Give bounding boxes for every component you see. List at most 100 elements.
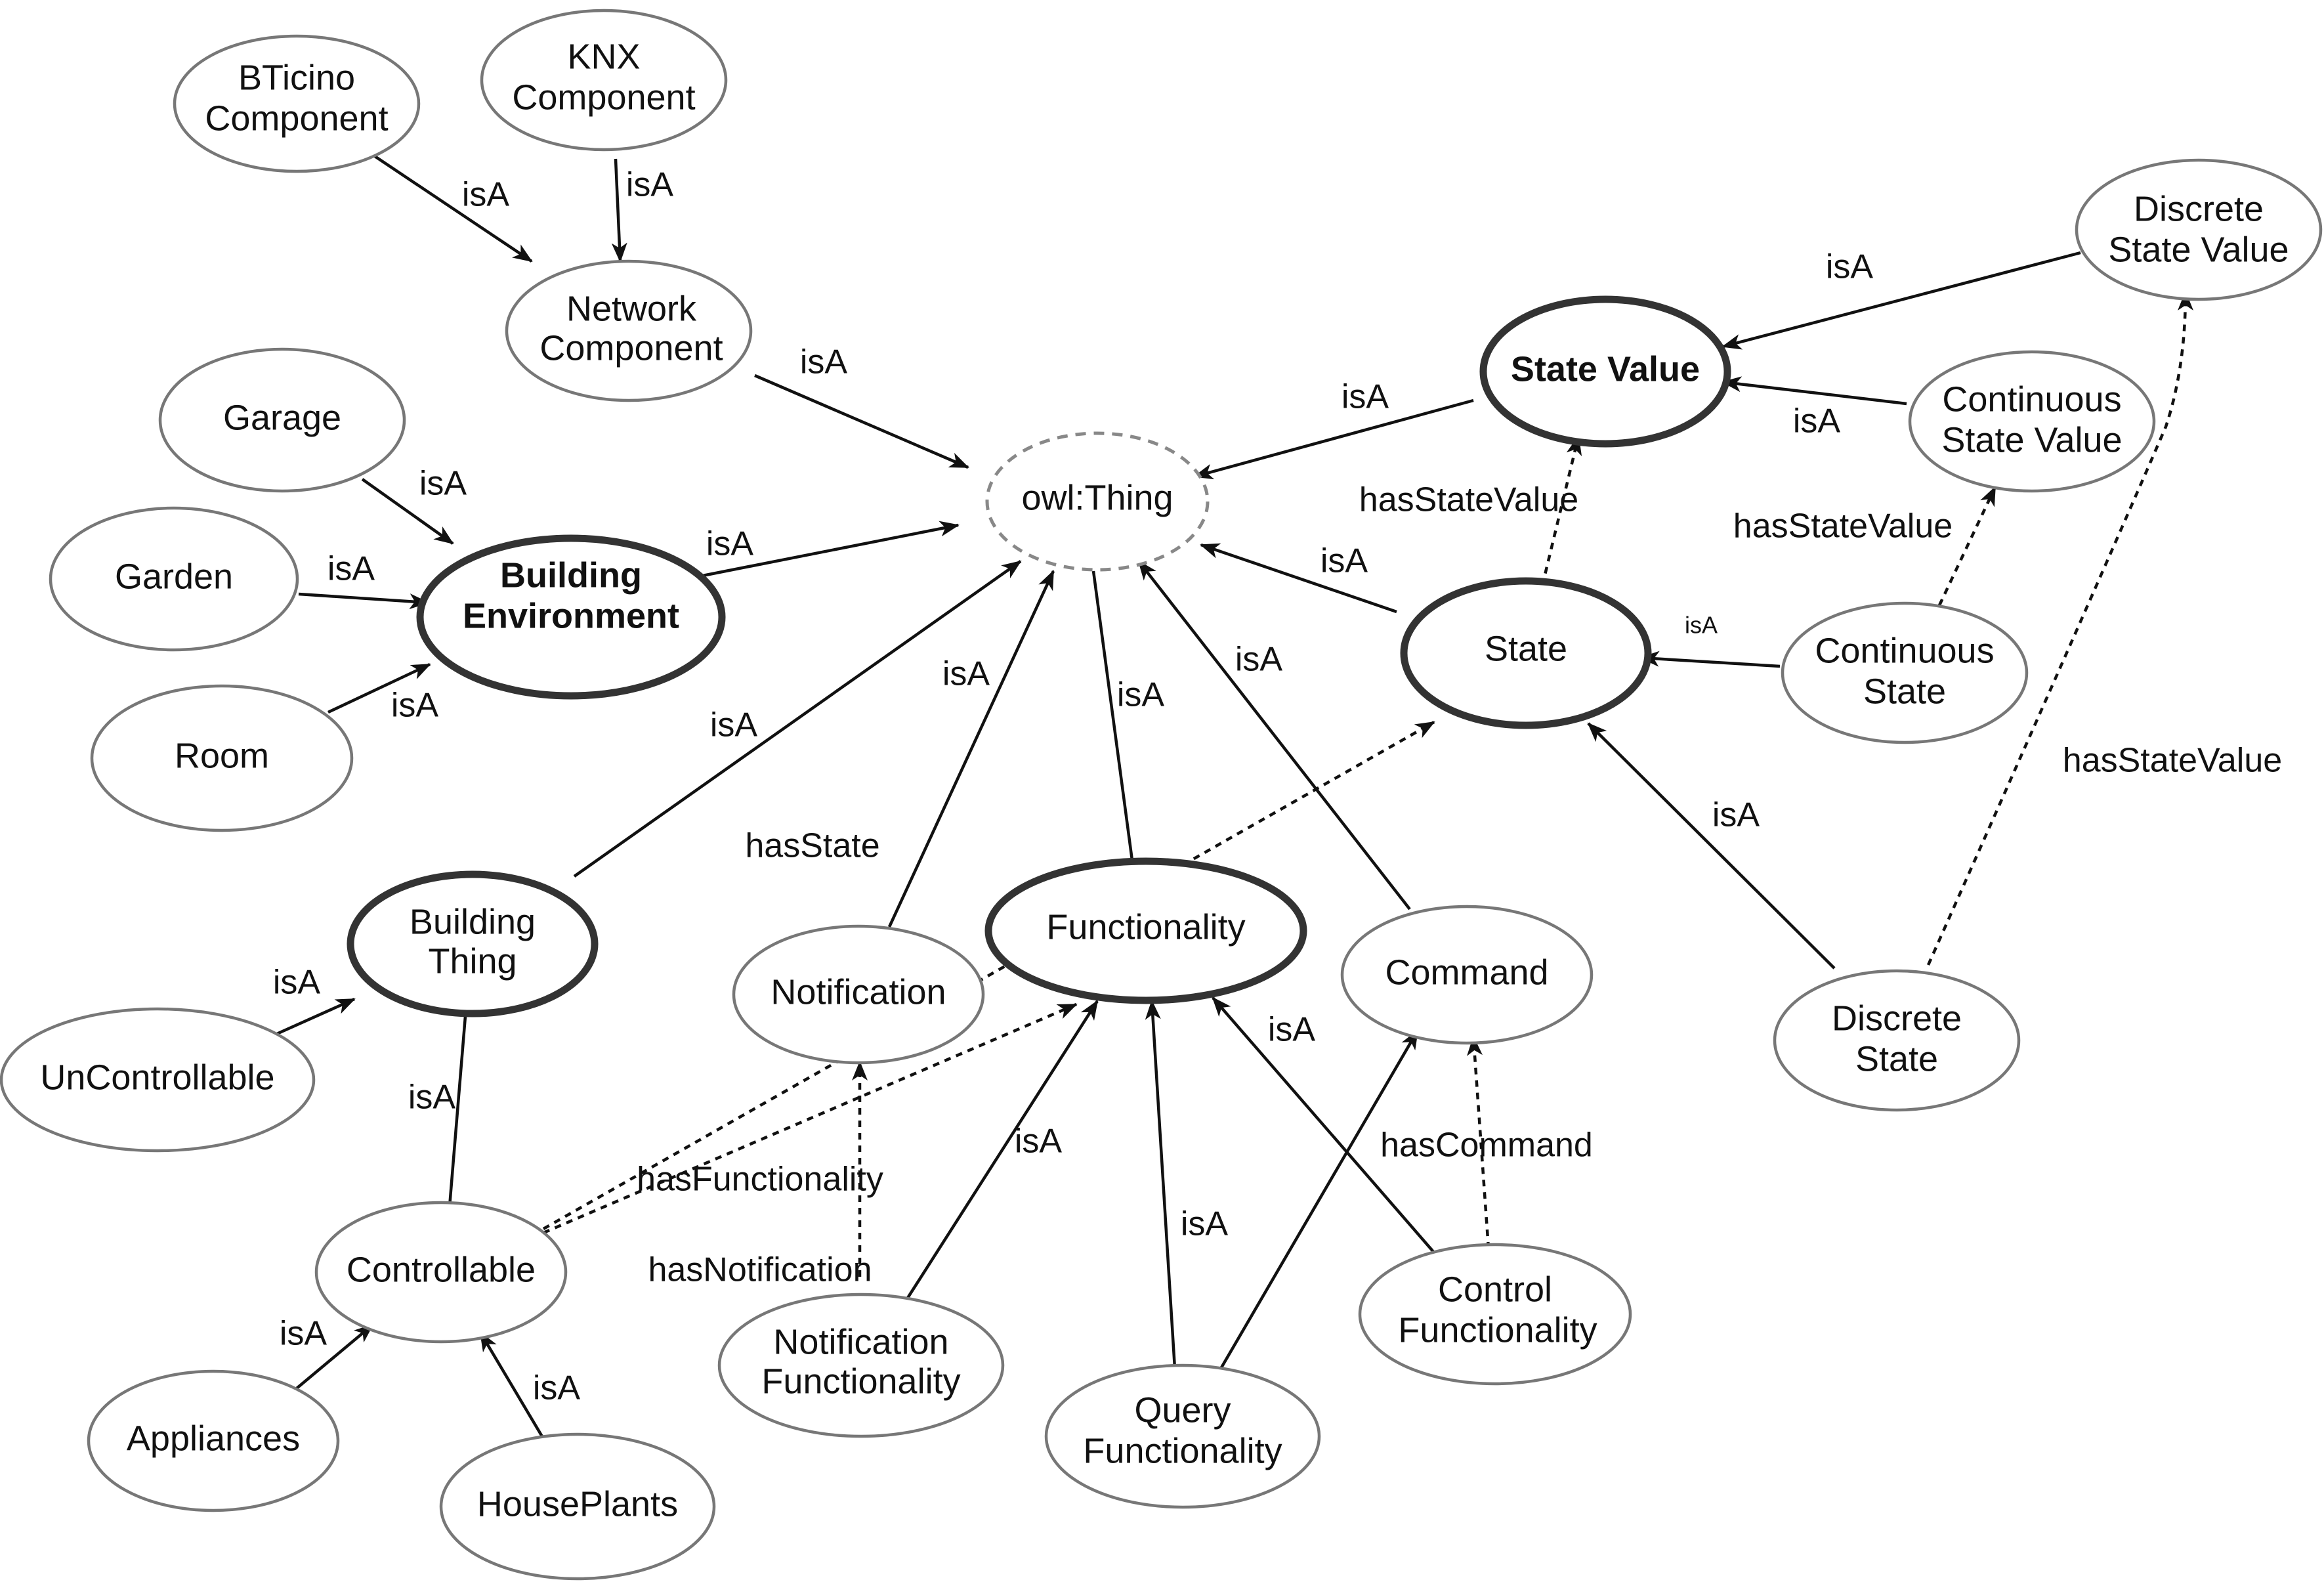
node-bticino-component: BTicino Component	[173, 34, 421, 173]
edge-controllable-functionality	[543, 1002, 1078, 1235]
svg-text:Garden: Garden	[115, 557, 233, 596]
edge-label-isa: isA	[706, 525, 754, 563]
edge-bticino-network	[371, 154, 533, 263]
node-owl-thing: owl:Thing	[985, 431, 1210, 572]
svg-text:Thing: Thing	[428, 941, 517, 981]
edge-label-isa: isA	[280, 1315, 327, 1353]
svg-text:State: State	[1485, 629, 1567, 668]
edge-label-hascommand: hasCommand	[1380, 1126, 1593, 1165]
svg-text:Control: Control	[1438, 1270, 1552, 1309]
edge-label-hasnotification: hasNotification	[648, 1251, 872, 1289]
edge-state-thing	[1200, 543, 1397, 614]
node-functionality: Functionality	[984, 857, 1307, 1004]
edge-label-hasstatevalue: hasStateValue	[1359, 481, 1578, 519]
edge-controllable-buildingthing	[448, 991, 474, 1207]
svg-text:Component: Component	[205, 98, 388, 138]
edge-discretestate-discretesv	[1926, 291, 2193, 966]
edge-network-thing	[754, 374, 969, 469]
edge-discretesv-statevalue	[1722, 251, 2081, 350]
edge-label-isa: isA	[1826, 248, 1874, 286]
node-discrete-state-value: Discrete State Value	[2075, 158, 2323, 301]
edge-label-isa: isA	[1712, 796, 1760, 834]
svg-text:Functionality: Functionality	[1398, 1310, 1597, 1350]
node-continuous-state-value: Continuous State Value	[1908, 350, 2156, 493]
edge-controlfunc-functionality	[1212, 996, 1435, 1254]
edge-label-isa: isA	[327, 550, 375, 588]
edge-label-isa: isA	[1342, 378, 1389, 416]
svg-text:Room: Room	[175, 736, 269, 775]
svg-text:Appliances: Appliances	[127, 1419, 300, 1458]
svg-text:State Value: State Value	[1941, 420, 2122, 460]
node-network-component: Network Component	[505, 259, 753, 402]
edge-room-buildingenv	[327, 662, 431, 714]
svg-text:Notification: Notification	[773, 1322, 948, 1361]
edge-label-hasfunctionality: hasFunctionality	[637, 1161, 883, 1199]
node-building-environment: Building Environment	[416, 534, 726, 700]
svg-text:State Value: State Value	[2108, 230, 2289, 269]
edge-houseplants-controllable	[479, 1331, 546, 1442]
edge-label-isa: isA	[1117, 676, 1165, 714]
node-appliances: Appliances	[87, 1369, 340, 1512]
svg-text:Functionality: Functionality	[1083, 1431, 1282, 1470]
edge-garden-buildingenv	[298, 592, 429, 610]
svg-text:Environment: Environment	[463, 596, 679, 635]
node-room: Room	[90, 684, 354, 832]
edge-notiffunc-functionality	[903, 1000, 1099, 1304]
edge-buildingenv-thing	[675, 521, 960, 583]
node-controllable: Controllable	[314, 1201, 568, 1344]
edge-appliances-controllable	[287, 1323, 374, 1396]
edge-queryfunc-command	[1219, 1029, 1419, 1370]
edge-label-isa: isA	[1235, 641, 1283, 679]
edges	[272, 154, 2193, 1442]
svg-text:Garage: Garage	[223, 398, 341, 437]
node-uncontrollable: UnControllable	[0, 1007, 316, 1153]
edge-label-isa: isA	[533, 1369, 581, 1407]
node-building-thing: Building Thing	[347, 870, 599, 1017]
edge-knx-network	[611, 158, 627, 263]
edge-label-hasstatevalue: hasStateValue	[1733, 507, 1953, 545]
svg-text:Discrete: Discrete	[1832, 998, 1962, 1038]
svg-text:Building: Building	[410, 902, 536, 941]
node-garden: Garden	[49, 506, 299, 652]
node-notification: Notification	[732, 924, 985, 1065]
edge-label-isa: isA	[391, 687, 439, 725]
svg-text:UnControllable: UnControllable	[40, 1058, 274, 1097]
svg-text:Functionality: Functionality	[761, 1361, 960, 1401]
svg-text:State: State	[1863, 672, 1946, 711]
svg-text:Discrete: Discrete	[2134, 189, 2264, 228]
edge-label-isa: isA	[408, 1079, 456, 1117]
svg-text:Controllable: Controllable	[347, 1250, 536, 1289]
node-discrete-state: Discrete State	[1773, 969, 2021, 1112]
edge-queryfunc-functionality	[1145, 1000, 1177, 1369]
edge-controlfunc-command	[1467, 1036, 1490, 1249]
edge-label-isa: isA	[462, 176, 510, 214]
svg-text:Notification: Notification	[771, 972, 946, 1012]
edge-label-isa: isA	[1015, 1122, 1063, 1161]
edge-label-isa: isA	[1793, 402, 1841, 440]
svg-text:Continuous: Continuous	[1815, 631, 1994, 670]
svg-text:State: State	[1855, 1039, 1938, 1079]
edge-notification-thing	[887, 570, 1055, 928]
node-houseplants: HousePlants	[439, 1432, 716, 1581]
svg-text:Component: Component	[539, 328, 723, 368]
edge-continuousstate-continuoussv	[1937, 486, 1997, 606]
edge-continuousstate-state	[1639, 651, 1781, 668]
node-knx-component: KNX Component	[480, 9, 728, 152]
edge-label-isa: isA	[273, 964, 321, 1002]
svg-text:Functionality: Functionality	[1046, 907, 1245, 947]
svg-text:owl:Thing: owl:Thing	[1021, 478, 1173, 517]
svg-text:Continuous: Continuous	[1942, 379, 2121, 419]
edge-label-isa: isA	[710, 706, 758, 744]
edge-statevalue-thing	[1193, 398, 1474, 480]
node-command: Command	[1340, 905, 1594, 1045]
edge-garage-buildingenv	[361, 478, 454, 545]
edge-label-isa: isA	[800, 343, 848, 381]
edge-labels: isA isA isA isA isA isA isA isA isA isA …	[273, 166, 2282, 1407]
edge-continuoussv-statevalue	[1722, 376, 1907, 406]
edge-label-hasstatevalue: hasStateValue	[2063, 742, 2282, 780]
edge-functionality-thing	[1091, 570, 1135, 866]
edge-label-isa: isA	[626, 166, 674, 204]
svg-text:Component: Component	[512, 77, 695, 117]
svg-text:KNX: KNX	[567, 37, 640, 76]
